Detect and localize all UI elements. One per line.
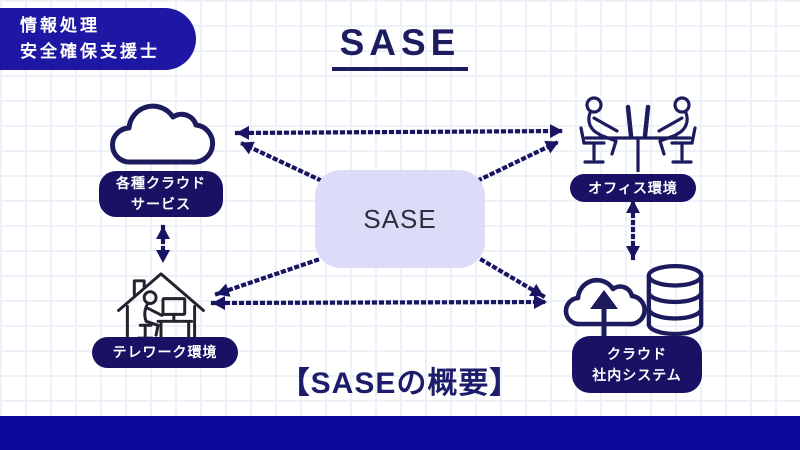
arrow-sase-cloud [238,140,323,183]
arrow-sase-system [479,257,546,299]
cloud-services-label: 各種クラウド サービス [99,171,223,217]
cloud-icon [110,103,216,165]
arrow-sase-telework [214,257,320,297]
footer-bar [0,416,800,450]
sase-center-box: SASE [315,170,485,268]
qualification-badge-line1: 情報処理 [20,15,100,35]
qualification-badge-line2: 安全確保支援士 [20,42,160,61]
arrow-telework-system [210,295,549,310]
cloud-services-node [100,92,220,174]
cloud-system-label: クラウド 社内システム [572,336,702,393]
office-workers-icon [579,96,697,173]
database-icon [646,263,704,337]
cloud-system-node-db [643,262,707,340]
cloud-system-node [558,264,653,344]
arrow-sase-office [476,139,561,183]
office-label-line1: オフィス環境 [588,179,678,196]
cloud-system-label-line1: クラウド [607,345,667,362]
arrow-cloud-office [234,124,565,140]
qualification-badge: 情報処理 安全確保支援士 [0,8,196,70]
cloud-services-label-line1: 各種クラウド [116,175,206,191]
cloud-services-label-line2: サービス [131,196,191,212]
caption-text: 【SASEの概要】 [279,367,521,400]
cloud-upload-database-icon [563,277,647,339]
office-label: オフィス環境 [570,174,696,202]
telework-label-line1: テレワーク環境 [112,344,218,360]
caption: 【SASEの概要】 [0,358,800,402]
sase-center-box-label: SASE [363,203,437,234]
telework-label: テレワーク環境 [92,337,238,368]
page-title: SASE [331,22,469,71]
cloud-system-label-line2: 社内システム [592,366,682,383]
office-node [573,92,703,173]
page-title-wrap: SASE [0,22,800,71]
